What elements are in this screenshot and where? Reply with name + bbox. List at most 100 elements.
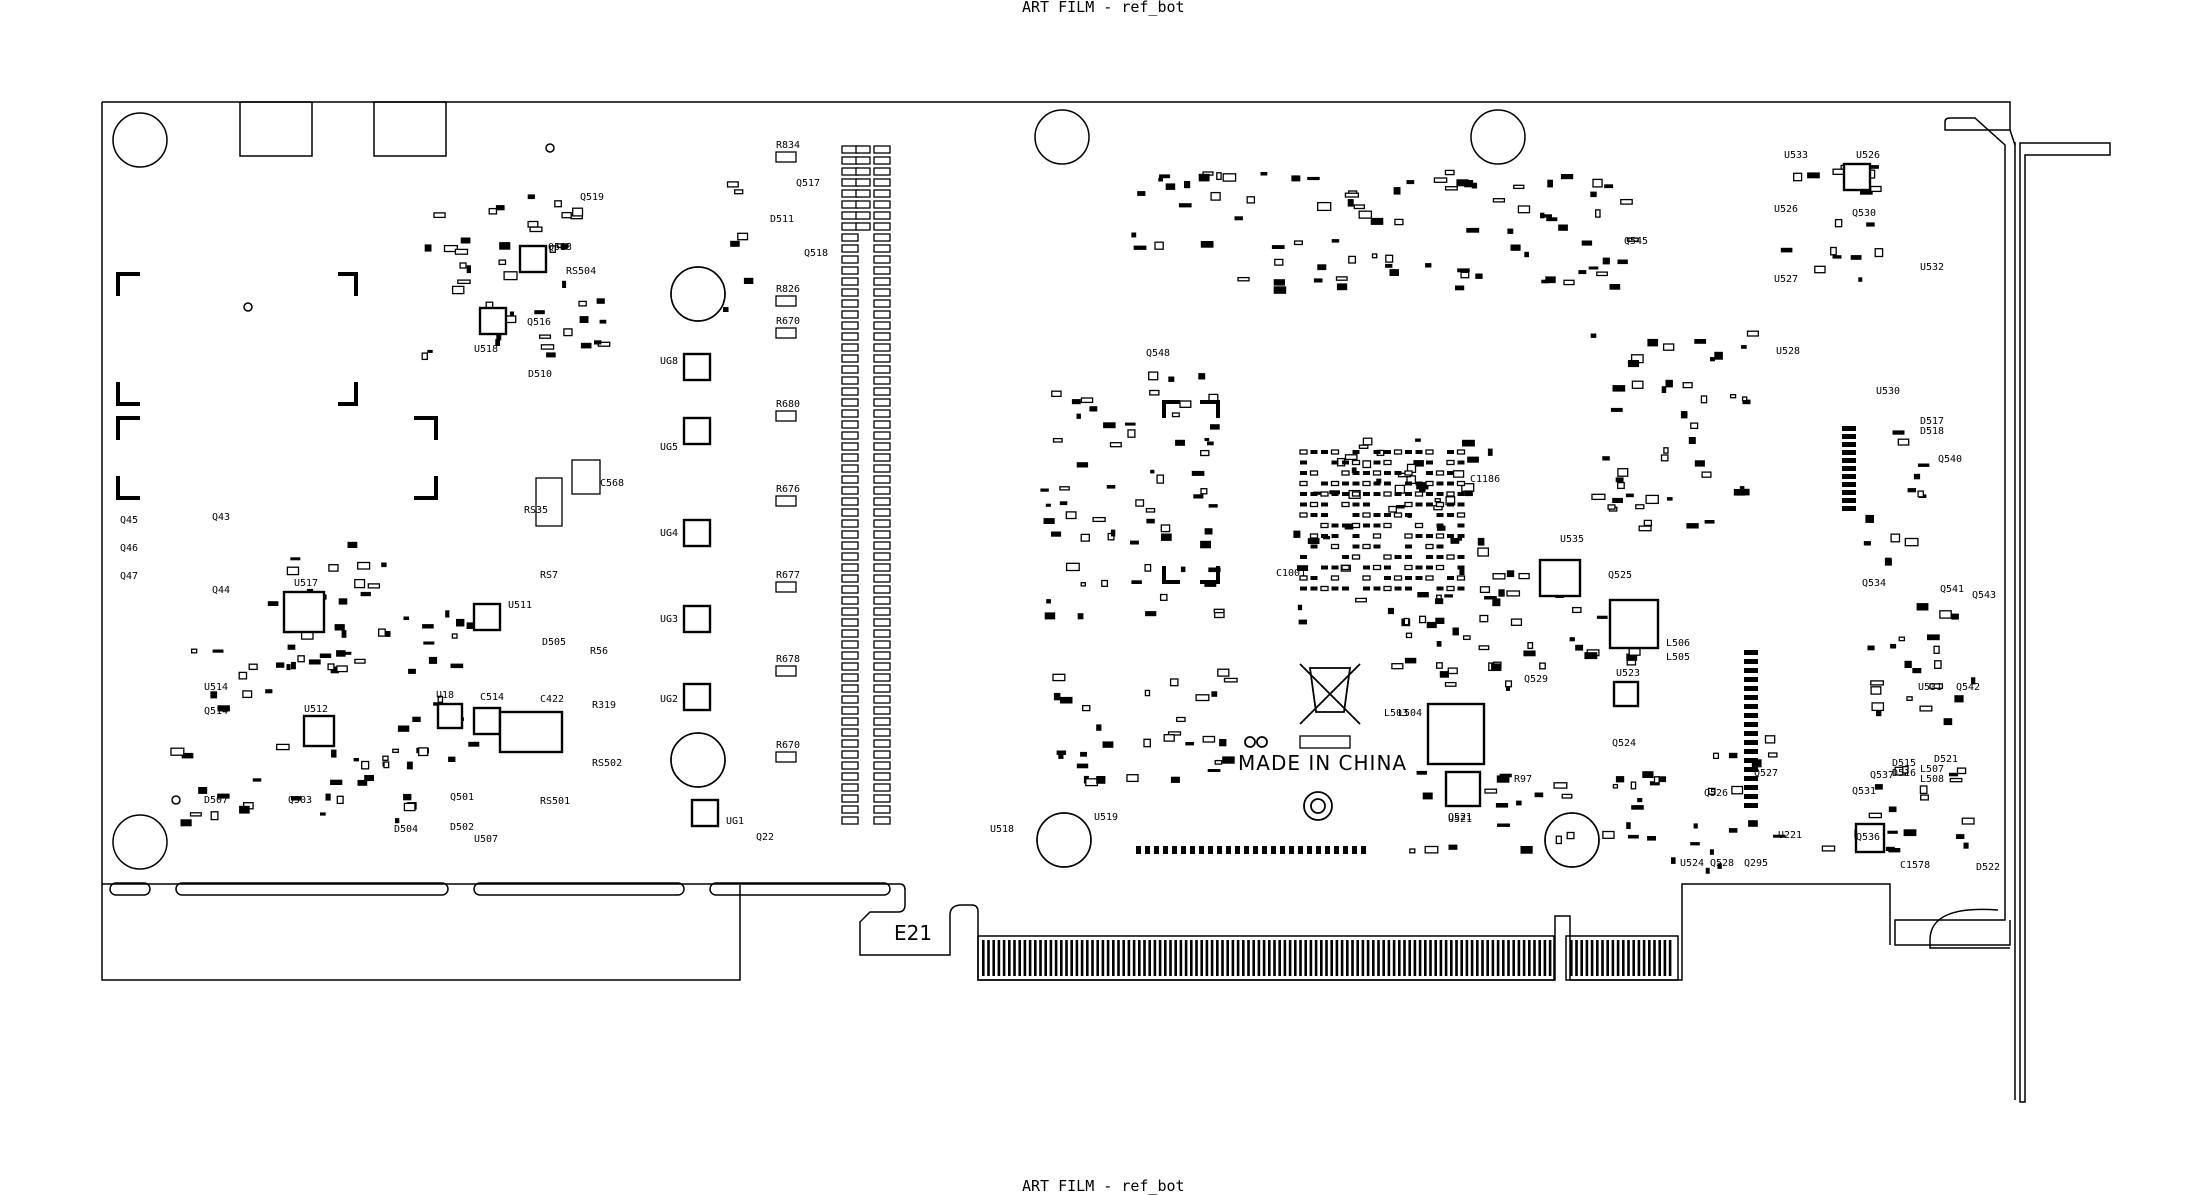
gold-finger (1112, 940, 1115, 976)
pad (873, 640, 891, 649)
smd-part (1159, 593, 1168, 601)
bga-decoupling-cap (1331, 586, 1339, 591)
bga-decoupling-cap (1320, 585, 1329, 592)
bga-decoupling-cap (1331, 523, 1339, 528)
smd-part (1178, 203, 1192, 208)
pad (873, 354, 891, 363)
gold-finger (1127, 940, 1131, 976)
ref-designator: C422 (540, 694, 564, 705)
smd-part (1145, 507, 1156, 513)
bga-decoupling-cap (1405, 513, 1412, 517)
smd-part (1370, 217, 1384, 225)
smd-part (1498, 589, 1505, 597)
smd-part (1595, 209, 1601, 218)
pad (1289, 846, 1294, 854)
smd-part (354, 658, 366, 664)
pad (841, 607, 859, 616)
pad (1744, 677, 1758, 682)
smd-part (308, 659, 321, 665)
ref-designator: U521 (1448, 814, 1472, 825)
smd-part (1477, 537, 1485, 546)
smd-part (1631, 380, 1644, 389)
bga-decoupling-cap (1362, 575, 1371, 581)
smd-part (1462, 635, 1471, 641)
smd-part (1052, 673, 1066, 682)
pad (873, 761, 891, 770)
smd-part (1662, 343, 1675, 351)
gold-finger (1060, 940, 1063, 976)
ref-designator: Q524 (1612, 738, 1636, 749)
gold-finger (1138, 940, 1141, 976)
gold-finger (1304, 940, 1307, 976)
gold-finger (1481, 940, 1484, 976)
pad (1235, 846, 1240, 854)
smd-part (1161, 533, 1172, 541)
integrated-circuits (282, 162, 1886, 854)
bga-decoupling-cap (1457, 502, 1465, 507)
smd-part (1065, 562, 1080, 572)
bga-decoupling-cap (1415, 450, 1423, 454)
smd-part (1704, 520, 1715, 524)
smd-part (1581, 240, 1593, 246)
smd-part (287, 644, 296, 650)
smd-part (529, 226, 543, 233)
pad (873, 321, 891, 330)
ref-designator: U517 (294, 578, 318, 589)
ref-designator: R834 (776, 140, 800, 151)
bga-decoupling-cap (1331, 534, 1339, 538)
smd-part (488, 207, 498, 215)
smd-part (580, 342, 592, 349)
gold-finger (1413, 940, 1417, 976)
pad (841, 684, 859, 693)
gold-finger (1288, 940, 1292, 976)
smd-part (1273, 286, 1287, 294)
smd-part (1046, 599, 1051, 604)
smd-part (1604, 184, 1614, 189)
gold-finger (1601, 940, 1604, 976)
pad (1744, 749, 1758, 754)
smd-part (1273, 279, 1285, 286)
smd-part (496, 332, 502, 341)
ref-designator: C1186 (1470, 474, 1500, 485)
smd-part (1748, 820, 1758, 827)
ref-designator: L503 (1384, 708, 1408, 719)
bga-decoupling-cap (1457, 555, 1465, 559)
smd-part (1637, 798, 1643, 803)
gold-finger (1044, 940, 1047, 976)
smd-part (1487, 448, 1493, 456)
gold-finger (1325, 940, 1328, 976)
pad (873, 145, 891, 154)
smd-part (1499, 773, 1512, 778)
pad (873, 618, 891, 627)
resistor (775, 410, 797, 422)
smd-part (1422, 792, 1433, 800)
bga-decoupling-cap (1321, 534, 1328, 538)
smd-part (1907, 488, 1917, 493)
gold-finger (1403, 940, 1406, 976)
smd-part (1219, 739, 1227, 747)
gold-finger (1637, 940, 1641, 976)
bga-decoupling-cap (1384, 450, 1391, 454)
smd-part (297, 655, 305, 663)
bga-decoupling-cap (1457, 460, 1465, 465)
pad (841, 255, 859, 264)
smd-part (1903, 829, 1917, 837)
smd-part (1865, 514, 1874, 523)
smd-part (578, 300, 587, 307)
smd-part (1459, 568, 1465, 576)
smd-part (1096, 724, 1102, 731)
ref-designator: UG8 (660, 356, 678, 367)
smd-part (395, 818, 400, 824)
ref-designator: Q514 (204, 706, 228, 717)
ref-designator: C1578 (1900, 860, 1930, 871)
smd-part (554, 200, 562, 208)
bga-decoupling-cap (1405, 450, 1412, 454)
gold-finger (1179, 940, 1183, 976)
smd-part (1298, 619, 1307, 625)
smd-part (1071, 399, 1081, 405)
smd-part (1943, 718, 1953, 726)
smd-part (1435, 598, 1444, 605)
smd-part (596, 298, 605, 304)
gold-finger (1278, 940, 1281, 976)
gold-finger (1596, 940, 1599, 976)
